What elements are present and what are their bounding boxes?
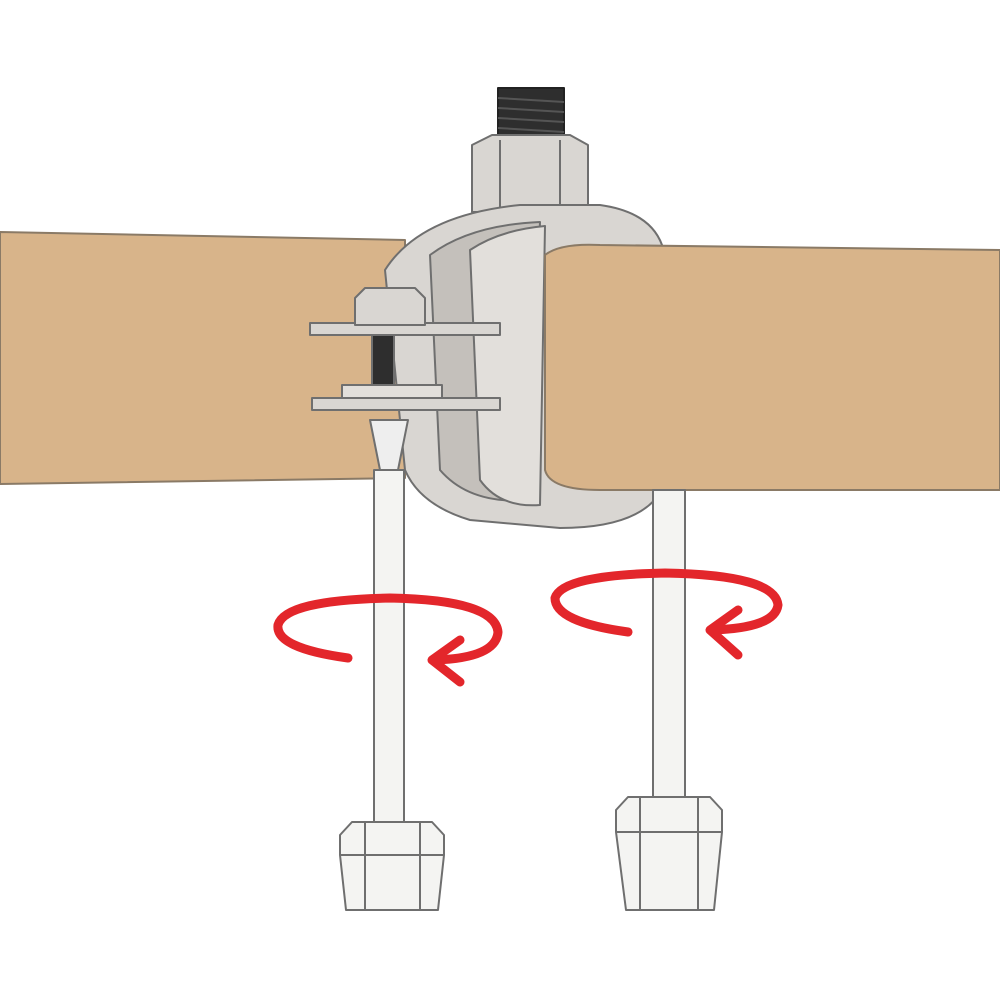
rotate-arrow-left-icon (273, 593, 503, 665)
bolt-nut (354, 287, 426, 326)
clamp-tab-bottom (311, 397, 501, 411)
screwdriver-handle-left (339, 821, 445, 911)
screwdriver-shaft-left (373, 469, 405, 823)
pipe-left (0, 231, 406, 485)
hex-nut (471, 134, 589, 213)
screwdriver-shaft-right (652, 489, 686, 799)
pipe-right (544, 243, 1000, 491)
rotate-arrow-right-icon (550, 568, 783, 637)
screwdriver-handle-right (615, 796, 723, 911)
